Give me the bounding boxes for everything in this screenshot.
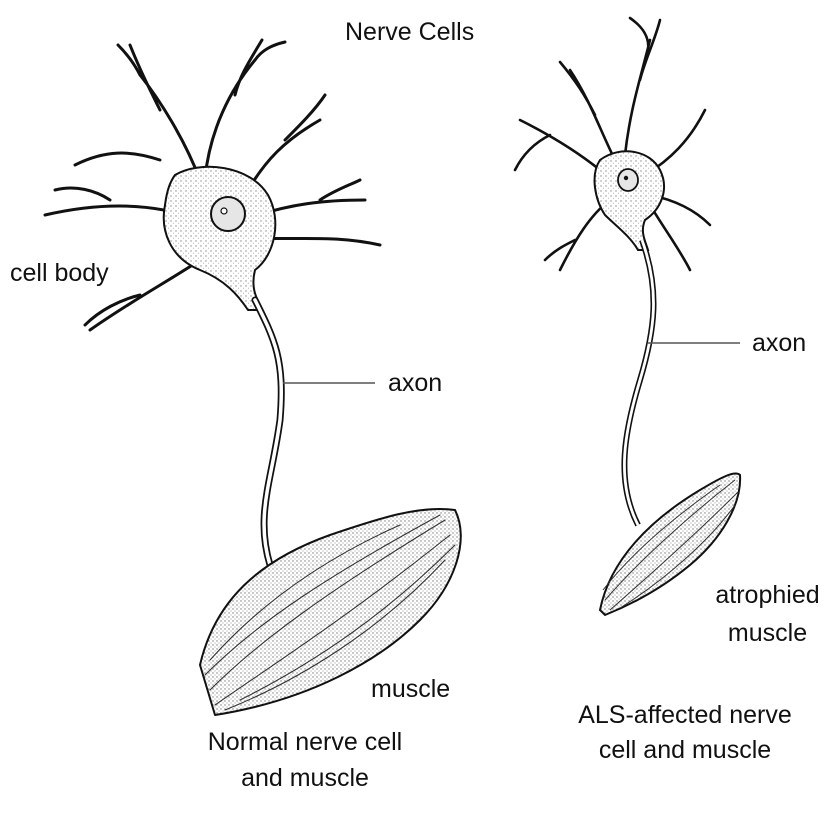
als-nucleus: [618, 169, 638, 191]
als-cell-body: [595, 151, 664, 250]
atrophied-label-line2: muscle: [700, 618, 835, 648]
axon-label-left: axon: [388, 368, 442, 398]
normal-nucleus: [211, 197, 245, 231]
als-dendrites: [515, 18, 710, 270]
als-caption-line1: ALS-affected nerve: [540, 700, 830, 730]
diagram-title: Nerve Cells: [345, 17, 474, 47]
als-neuron: [515, 18, 740, 615]
cell-body-label: cell body: [10, 258, 109, 288]
als-caption-line2: cell and muscle: [540, 735, 830, 765]
atrophied-label-line1: atrophied: [700, 580, 835, 610]
axon-label-right: axon: [752, 328, 806, 358]
normal-caption-line2: and muscle: [140, 763, 470, 793]
normal-caption-line1: Normal nerve cell: [140, 727, 470, 757]
normal-cell-body: [164, 167, 276, 310]
muscle-label-left: muscle: [371, 674, 450, 704]
